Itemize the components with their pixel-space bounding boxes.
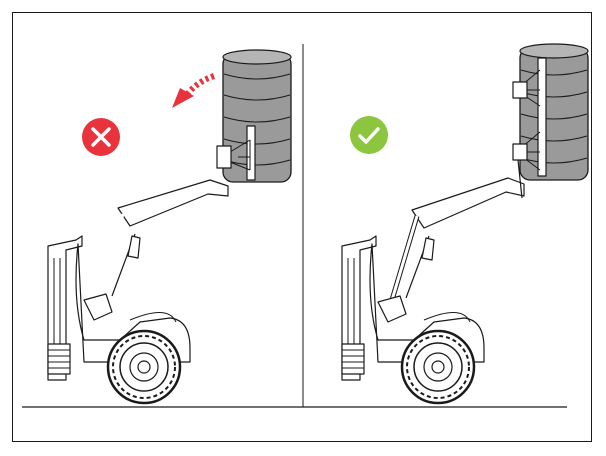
panel-incorrect <box>47 49 292 405</box>
clamp-attachment-correct <box>512 57 547 177</box>
front-wheel-correct <box>400 329 476 405</box>
loader-arm-incorrect <box>83 179 229 321</box>
incorrect-badge <box>82 118 120 156</box>
loader-arm-correct <box>377 159 525 323</box>
panel-correct <box>341 43 589 405</box>
check-mark-icon <box>358 127 380 144</box>
correct-badge-circle <box>350 116 388 154</box>
tire-stack-incorrect <box>222 49 292 183</box>
tractor-incorrect <box>47 235 191 405</box>
correct-badge <box>350 116 388 154</box>
x-mark-icon <box>91 127 111 147</box>
tipping-arrow-icon <box>172 73 216 108</box>
tractor-correct <box>341 235 485 405</box>
front-wheel-incorrect <box>106 329 182 405</box>
clamp-attachment-incorrect <box>216 125 256 181</box>
tire-stack-correct <box>519 43 589 181</box>
